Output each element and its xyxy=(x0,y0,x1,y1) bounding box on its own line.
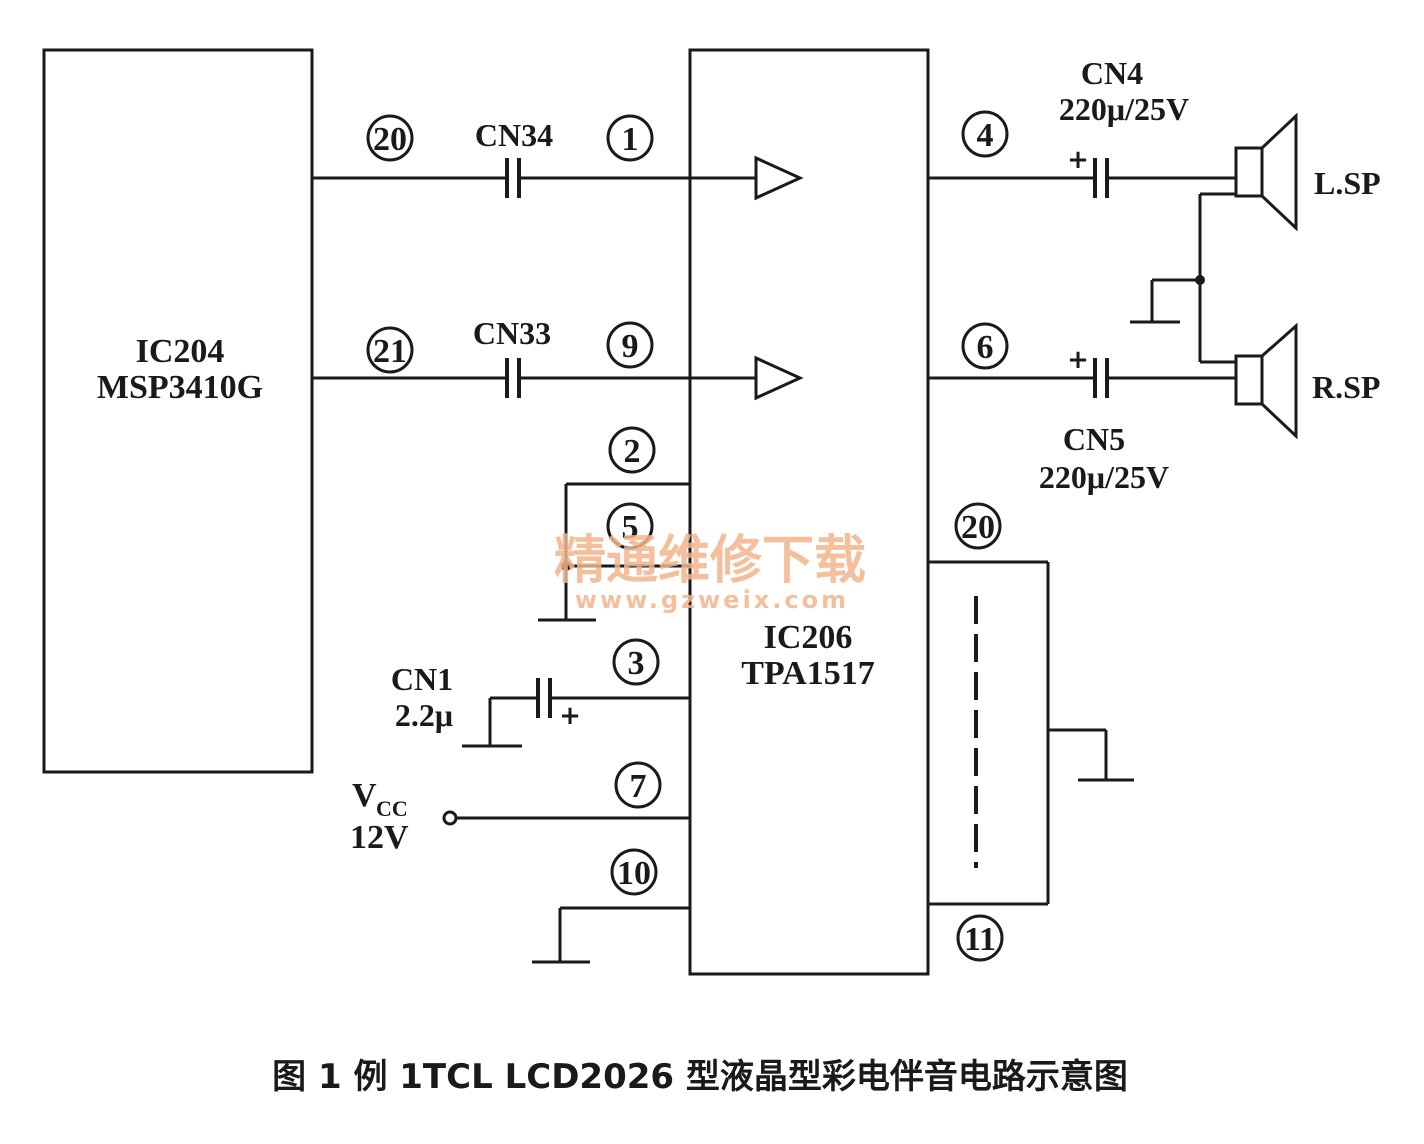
cn5-plus: + xyxy=(1067,345,1089,375)
pin-5-label: 5 xyxy=(622,509,639,546)
ic204-block xyxy=(42,48,314,774)
cn4-name: CN4 xyxy=(1081,55,1143,91)
cn1-value: 2.2μ xyxy=(395,697,453,733)
pin-9-circle xyxy=(606,321,654,369)
watermark-url: www.gzweix.com xyxy=(575,586,849,614)
rsp-coil xyxy=(1234,354,1264,406)
pin-20-right-circle xyxy=(954,502,1002,550)
ic206-name: IC206 xyxy=(764,619,853,656)
figure-caption: 图 1 例 1TCL LCD2026 型液晶型彩电伴音电路示意图 xyxy=(272,1057,1128,1097)
cn4-value: 220μ/25V xyxy=(1059,91,1189,127)
pin-9-label: 9 xyxy=(622,328,639,365)
junction-pin25 xyxy=(561,561,571,571)
amp-right xyxy=(754,355,804,401)
pin-2-label: 2 xyxy=(624,433,641,470)
pin-21-left-label: 21 xyxy=(373,333,407,370)
vcc-sub: CC xyxy=(376,796,408,821)
cn5-name: CN5 xyxy=(1063,421,1125,457)
cn4-plus: + xyxy=(1067,145,1089,175)
pin-20-left-circle xyxy=(366,114,414,162)
pin-10-label: 10 xyxy=(617,855,651,892)
cn1-name: CN1 xyxy=(391,661,453,697)
cn34-label: CN34 xyxy=(475,117,553,153)
pin-4-label: 4 xyxy=(977,117,994,154)
pin-5-circle xyxy=(606,502,654,550)
pin-7-label: 7 xyxy=(630,768,647,805)
cn33-label: CN33 xyxy=(473,315,551,351)
pin-4-circle xyxy=(961,110,1009,158)
pin-11-label: 11 xyxy=(964,921,996,958)
vcc-v: V xyxy=(352,777,377,814)
watermark-cn: 精通维修下载 xyxy=(554,531,866,591)
lsp-coil xyxy=(1234,146,1264,198)
ic206-block xyxy=(688,48,930,976)
vcc-terminal xyxy=(442,810,458,826)
pin-20-right-label: 20 xyxy=(961,509,995,546)
pin-7-circle xyxy=(614,761,662,809)
pin-1-label: 1 xyxy=(622,121,639,158)
vcc-value: 12V xyxy=(350,819,409,856)
lsp-label: L.SP xyxy=(1314,165,1381,201)
pin-11-circle xyxy=(956,914,1004,962)
junction-sp xyxy=(1195,275,1205,285)
pin-3-label: 3 xyxy=(628,645,645,682)
amp-left xyxy=(754,155,804,201)
rsp-label: R.SP xyxy=(1312,369,1380,405)
pin-10-circle xyxy=(610,848,658,896)
pin-2-circle xyxy=(608,426,656,474)
rsp-cone xyxy=(1260,322,1298,440)
lsp-cone xyxy=(1260,112,1298,232)
cn1-plus: + xyxy=(559,701,581,731)
ic204-name: IC204 xyxy=(136,333,225,370)
cn5-value: 220μ/25V xyxy=(1039,459,1169,495)
ic206-part: TPA1517 xyxy=(741,655,874,692)
pin-20-left-label: 20 xyxy=(373,121,407,158)
pin-1-circle xyxy=(606,114,654,162)
pin-3-circle xyxy=(612,638,660,686)
pin-6-label: 6 xyxy=(977,329,994,366)
ic204-part: MSP3410G xyxy=(97,369,263,406)
pin-21-left-circle xyxy=(366,326,414,374)
pin-6-circle xyxy=(961,322,1009,370)
